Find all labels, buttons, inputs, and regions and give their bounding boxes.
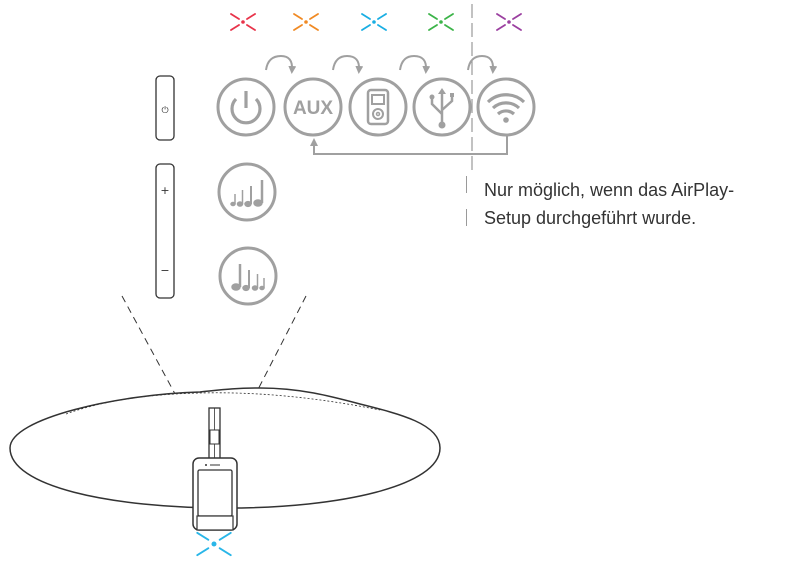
led-indicator-orange bbox=[293, 13, 319, 31]
note-marker-bar bbox=[466, 209, 467, 226]
usb-icon[interactable] bbox=[412, 77, 472, 137]
volume-up-notes-icon[interactable] bbox=[217, 162, 277, 222]
led-ray bbox=[428, 13, 438, 20]
airplay-note-line-1: Nur möglich, wenn das AirPlay- bbox=[484, 180, 735, 200]
led-ray bbox=[246, 13, 256, 20]
led-ray bbox=[293, 13, 303, 20]
dock-led-indicator bbox=[196, 531, 232, 557]
speaker-body bbox=[9, 387, 441, 509]
power-icon[interactable] bbox=[216, 77, 276, 137]
arrow-aux-to-ipod bbox=[332, 54, 364, 74]
docked-phone bbox=[192, 457, 238, 531]
led-ray bbox=[293, 24, 303, 31]
volume-rocker: + − bbox=[155, 163, 175, 299]
led-ray bbox=[377, 24, 387, 31]
led-ray bbox=[512, 24, 522, 31]
led-dot bbox=[372, 20, 376, 24]
led-ray bbox=[218, 547, 232, 557]
led-ray bbox=[309, 13, 319, 20]
airplay-note-line-2: Setup durchgeführt wurde. bbox=[484, 208, 697, 228]
arrow-power-to-aux bbox=[265, 54, 297, 74]
wifi-airplay-icon[interactable] bbox=[476, 77, 536, 137]
led-ray bbox=[361, 24, 371, 31]
led-indicator-purple bbox=[496, 13, 522, 31]
led-ray bbox=[230, 13, 240, 20]
led-indicator-green bbox=[428, 13, 454, 31]
volume-plus-key[interactable]: + bbox=[160, 184, 169, 197]
led-ray bbox=[444, 13, 454, 20]
volume-icons bbox=[217, 162, 278, 306]
led-ray bbox=[377, 13, 387, 20]
led-ray bbox=[444, 24, 454, 31]
ipod-icon[interactable] bbox=[348, 77, 408, 137]
led-ray bbox=[230, 24, 240, 31]
source-icon-row: AUX bbox=[216, 77, 536, 137]
led-ray bbox=[196, 531, 210, 541]
led-ray bbox=[361, 13, 371, 20]
arrow-usb-to-wifi bbox=[467, 54, 498, 74]
led-ray bbox=[309, 24, 319, 31]
led-dot bbox=[507, 20, 511, 24]
led-ray bbox=[496, 13, 506, 20]
led-ray bbox=[496, 24, 506, 31]
led-indicator-cyan bbox=[361, 13, 387, 31]
led-indicator-red bbox=[230, 13, 256, 31]
led-dot bbox=[304, 20, 308, 24]
aux-icon[interactable]: AUX bbox=[283, 77, 343, 137]
volume-minus-key[interactable]: − bbox=[160, 264, 169, 277]
cycle-arrows bbox=[265, 54, 498, 74]
led-ray bbox=[428, 24, 438, 31]
led-dot bbox=[211, 541, 217, 547]
volume-down-notes-icon[interactable] bbox=[218, 246, 278, 306]
note-marker-bar bbox=[466, 176, 467, 193]
aux-icon-label: AUX bbox=[293, 98, 333, 119]
dock-connector bbox=[208, 407, 221, 465]
led-ray bbox=[196, 547, 210, 557]
led-indicator-row bbox=[230, 13, 522, 31]
power-key-symbol: ⏻ bbox=[161, 105, 168, 116]
led-ray bbox=[512, 13, 522, 20]
power-key[interactable]: ⏻ bbox=[155, 75, 175, 141]
return-loop-arrow bbox=[310, 134, 508, 155]
arrow-ipod-to-usb bbox=[399, 54, 431, 74]
led-dot bbox=[439, 20, 443, 24]
led-ray bbox=[246, 24, 256, 31]
led-dot bbox=[241, 20, 245, 24]
led-ray bbox=[218, 531, 232, 541]
